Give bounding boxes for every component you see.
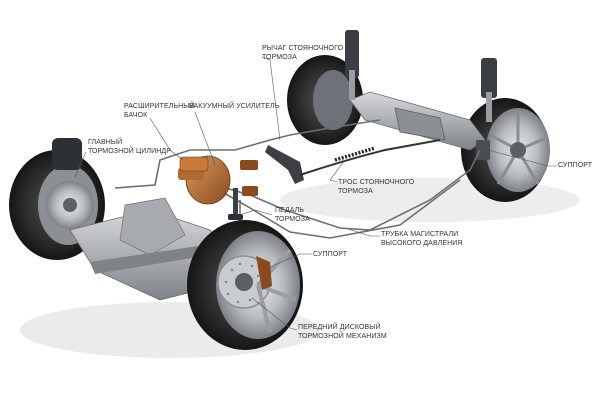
label-reservoir: РАСШИРИТЕЛЬНЫЙ БАЧОК bbox=[124, 103, 195, 119]
label-master-cylinder: ГЛАВНЫЙ ТОРМОЗНОЙ ЦИЛИНДР bbox=[88, 139, 171, 155]
front-crossmember bbox=[119, 197, 186, 256]
rear-left-spring bbox=[345, 30, 359, 78]
leader-caliper-rear bbox=[487, 149, 557, 167]
leader-vacuum-booster bbox=[194, 111, 216, 166]
brake-pedal-pad bbox=[228, 214, 243, 220]
label-caliper-front: СУППОРТ bbox=[313, 251, 348, 258]
leader-front-disc bbox=[251, 297, 298, 331]
label-brake-pedal: ПЕДАЛЬ ТОРМОЗА bbox=[275, 207, 310, 223]
brake-pedal-arm bbox=[233, 188, 238, 216]
brake-reservoir bbox=[179, 156, 209, 172]
leader-reservoir bbox=[149, 117, 184, 161]
rear-left-strut bbox=[349, 70, 355, 100]
label-vacuum-booster: ВАКУУМНЫЙ УСИЛИТЕЛЬ bbox=[189, 103, 280, 110]
leader-parking-cable bbox=[329, 159, 346, 183]
leader-pressure-line bbox=[344, 227, 380, 237]
rear-right-strut bbox=[486, 92, 492, 122]
label-caliper-rear: СУППОРТ bbox=[558, 162, 593, 169]
front-left-spring bbox=[52, 138, 82, 170]
front-axle-assembly bbox=[9, 138, 303, 350]
booster-group bbox=[178, 155, 258, 220]
leader-parking-lever bbox=[261, 56, 281, 141]
parking-brake-lever bbox=[265, 145, 304, 184]
label-parking-lever: РЫЧАГ СТОЯНОЧНОГО ТОРМОЗА bbox=[262, 45, 344, 61]
rear-left-rim bbox=[313, 70, 353, 130]
brake-lines bbox=[114, 119, 481, 256]
leader-lines bbox=[74, 56, 557, 331]
steering-rack bbox=[90, 245, 210, 274]
rear-right-hub bbox=[510, 142, 526, 158]
label-parking-cable: ТРОС СТОЯНОЧНОГО ТОРМОЗА bbox=[338, 179, 415, 195]
rear-caliper bbox=[476, 140, 490, 160]
rear-axle-assembly bbox=[287, 30, 550, 202]
label-pressure-line: ТРУБКА МАГИСТРАЛИ ВЫСОКОГО ДАВЛЕНИЯ bbox=[381, 231, 463, 247]
junction-block-1 bbox=[240, 160, 258, 170]
leader-master-cylinder bbox=[74, 151, 87, 179]
leader-caliper-front bbox=[267, 253, 312, 269]
rear-right-spring bbox=[481, 58, 497, 98]
leader-pedal bbox=[239, 209, 273, 216]
rear-differential bbox=[394, 107, 446, 141]
junction-block-2 bbox=[242, 186, 258, 196]
front-caliper bbox=[256, 256, 272, 290]
label-front-disc: ПЕРЕДНИЙ ДИСКОВЫЙ ТОРМОЗНОЙ МЕХАНИЗМ bbox=[298, 324, 387, 340]
parking-brake-cable bbox=[299, 139, 441, 176]
